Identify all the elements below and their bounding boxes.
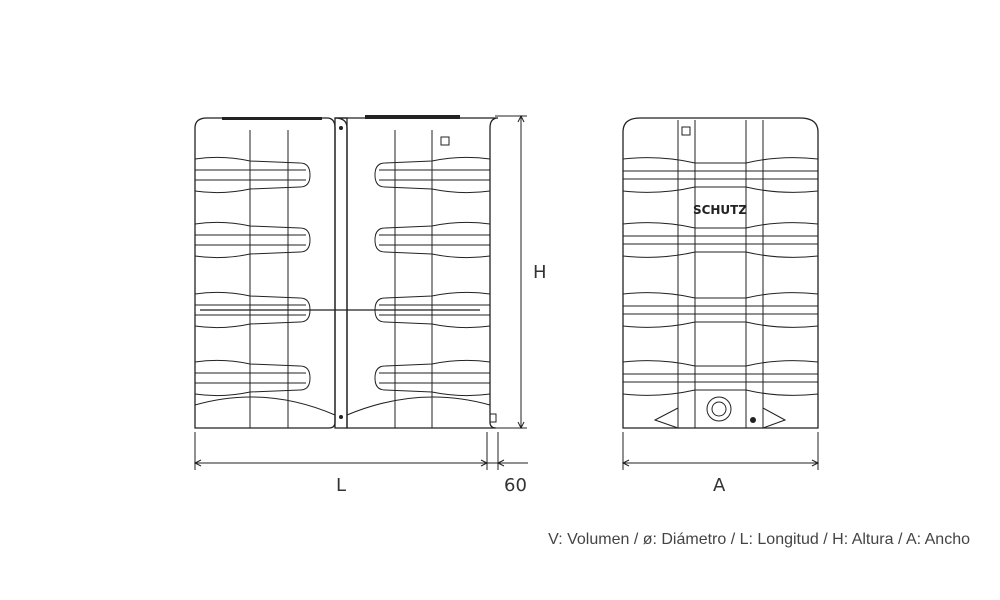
tank-rib <box>622 389 819 396</box>
seam-bolt <box>339 126 343 130</box>
front-outline <box>622 117 819 429</box>
tank-half-outline <box>334 117 499 429</box>
tank-rib <box>622 292 819 299</box>
bottom-contour <box>194 396 336 416</box>
length-arrows <box>193 459 505 467</box>
side-view-tank <box>194 115 499 429</box>
bottom-contour <box>346 396 491 416</box>
tank-rib <box>622 251 819 258</box>
tank-rib <box>194 156 311 194</box>
plug-dot <box>750 417 756 423</box>
center-seam <box>334 117 348 429</box>
drain-valve <box>706 396 732 422</box>
top-lid-right <box>365 115 460 119</box>
width-arrows <box>621 459 820 467</box>
front-view-tank: SCHUTZ <box>622 117 819 429</box>
tank-rib <box>374 156 491 194</box>
length-label: L <box>336 475 347 496</box>
dimension-lines <box>193 114 820 470</box>
height-arrows <box>517 114 525 430</box>
tank-rib <box>622 186 819 193</box>
seam-bolt <box>339 415 343 419</box>
forklift-guide <box>653 407 679 429</box>
height-label: H <box>533 262 547 283</box>
label-box-icon <box>681 126 691 136</box>
tank-rib <box>194 221 311 259</box>
dimension-legend: V: Volumen / ø: Diámetro / L: Longitud /… <box>548 531 970 548</box>
tank-rib <box>622 321 819 328</box>
forklift-guide <box>762 407 787 429</box>
tank-rib <box>194 359 311 397</box>
top-fitting-left <box>222 117 322 120</box>
tank-rib <box>622 360 819 367</box>
tank-rib <box>622 157 819 164</box>
tank-rib <box>374 221 491 259</box>
schutz-logo: SCHUTZ <box>693 203 747 217</box>
tank-rib <box>622 222 819 229</box>
tank-rib <box>374 359 491 397</box>
tank-half-outline <box>194 117 336 429</box>
label-box-icon <box>440 136 450 146</box>
width-label: A <box>713 475 726 496</box>
outlet-stub <box>489 413 497 423</box>
offset-label: 60 <box>504 475 527 496</box>
drain-valve-inner <box>711 401 727 417</box>
